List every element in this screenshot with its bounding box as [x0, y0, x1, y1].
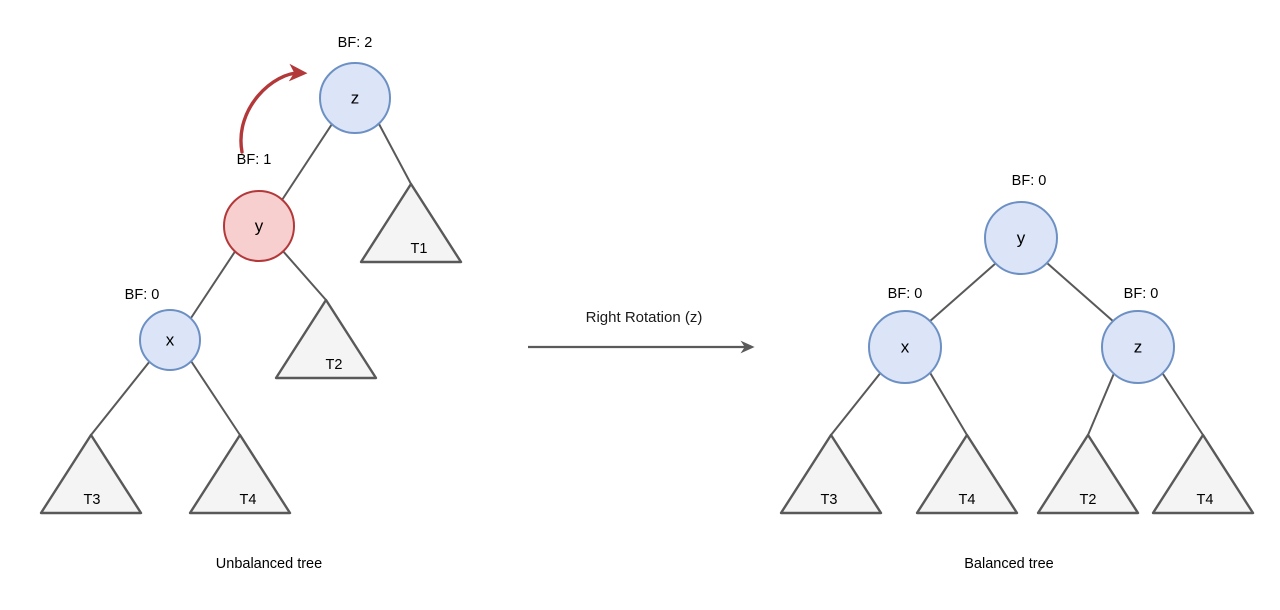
- right-tree-caption: Balanced tree: [964, 556, 1053, 572]
- edge-z-T2: [1087, 370, 1116, 436]
- left-tree-caption: Unbalanced tree: [216, 556, 322, 572]
- node-label: z: [351, 88, 360, 107]
- subtree-label: T4: [240, 492, 257, 508]
- node-circle[interactable]: [1101, 310, 1175, 384]
- right-tree-edges: [830, 262, 1204, 436]
- balance-factor-label: BF: 2: [338, 35, 373, 51]
- balance-factor-label: BF: 1: [237, 152, 272, 168]
- edge-y-x: [190, 249, 237, 319]
- node-circle[interactable]: [984, 201, 1058, 275]
- subtree-label: T2: [1080, 492, 1097, 508]
- edge-y-T2: [281, 249, 327, 301]
- left-tree-group: T1 T2 T3 T4 BF: 2 z BF: 1 y BF: 0 x: [39, 35, 463, 515]
- right-node-y[interactable]: BF: 0 y: [984, 173, 1058, 275]
- balance-factor-label: BF: 0: [888, 286, 923, 302]
- node-circle[interactable]: [223, 190, 295, 262]
- left-subtree-T1: T1: [359, 182, 463, 264]
- left-node-y[interactable]: BF: 1 y: [223, 152, 295, 262]
- left-subtree-T4: T4: [188, 433, 292, 515]
- right-subtree-T2: T2: [1036, 433, 1140, 515]
- transform-label: Right Rotation (z): [586, 309, 703, 326]
- edge-z-y: [281, 123, 333, 201]
- balance-factor-label: BF: 0: [125, 287, 160, 303]
- right-tree-group: T3 T4 T2 T4 BF: 0 y BF: 0 x BF: 0 z: [779, 173, 1255, 515]
- edge-x-T3: [830, 370, 883, 436]
- subtree-triangle: [779, 433, 883, 515]
- subtree-label: T4: [1197, 492, 1214, 508]
- balance-factor-label: BF: 0: [1012, 173, 1047, 189]
- subtree-triangle: [1151, 433, 1255, 515]
- subtree-triangle: [359, 182, 463, 264]
- subtree-label: T3: [821, 492, 838, 508]
- subtree-label: T4: [959, 492, 976, 508]
- edge-y-x: [928, 262, 997, 323]
- left-node-z[interactable]: BF: 2 z: [319, 35, 391, 134]
- subtree-label: T2: [326, 357, 343, 373]
- right-node-x[interactable]: BF: 0 x: [868, 286, 942, 384]
- balance-factor-label: BF: 0: [1124, 286, 1159, 302]
- subtree-triangle: [1036, 433, 1140, 515]
- right-subtree-T4-left: T4: [915, 433, 1019, 515]
- node-circle[interactable]: [868, 310, 942, 384]
- edge-x-T3: [90, 360, 151, 436]
- subtree-label: T1: [411, 241, 428, 257]
- edge-x-T4: [190, 360, 241, 436]
- left-node-x[interactable]: BF: 0 x: [125, 287, 201, 371]
- subtree-label: T3: [84, 492, 101, 508]
- node-circle[interactable]: [139, 309, 201, 371]
- edge-x-T4: [928, 370, 968, 436]
- rotation-arrow-icon: [239, 63, 308, 154]
- edge-y-z: [1046, 262, 1115, 323]
- node-label: x: [166, 330, 175, 349]
- node-label: y: [1017, 228, 1026, 247]
- right-node-z[interactable]: BF: 0 z: [1101, 286, 1175, 384]
- subtree-triangle: [39, 433, 143, 515]
- left-subtree-T3: T3: [39, 433, 143, 515]
- left-subtree-T2: T2: [274, 298, 378, 380]
- transform-indicator: Right Rotation (z): [528, 309, 755, 354]
- node-label: x: [901, 337, 910, 356]
- subtree-triangle: [915, 433, 1019, 515]
- node-label: z: [1134, 337, 1143, 356]
- right-subtree-T3: T3: [779, 433, 883, 515]
- edge-z-T4: [1160, 370, 1204, 436]
- subtree-triangle: [274, 298, 378, 380]
- node-circle[interactable]: [319, 62, 391, 134]
- subtree-triangle: [188, 433, 292, 515]
- edge-z-T1: [378, 123, 412, 185]
- left-tree-edges: [90, 123, 412, 436]
- right-subtree-T4-right: T4: [1151, 433, 1255, 515]
- node-label: y: [255, 216, 264, 235]
